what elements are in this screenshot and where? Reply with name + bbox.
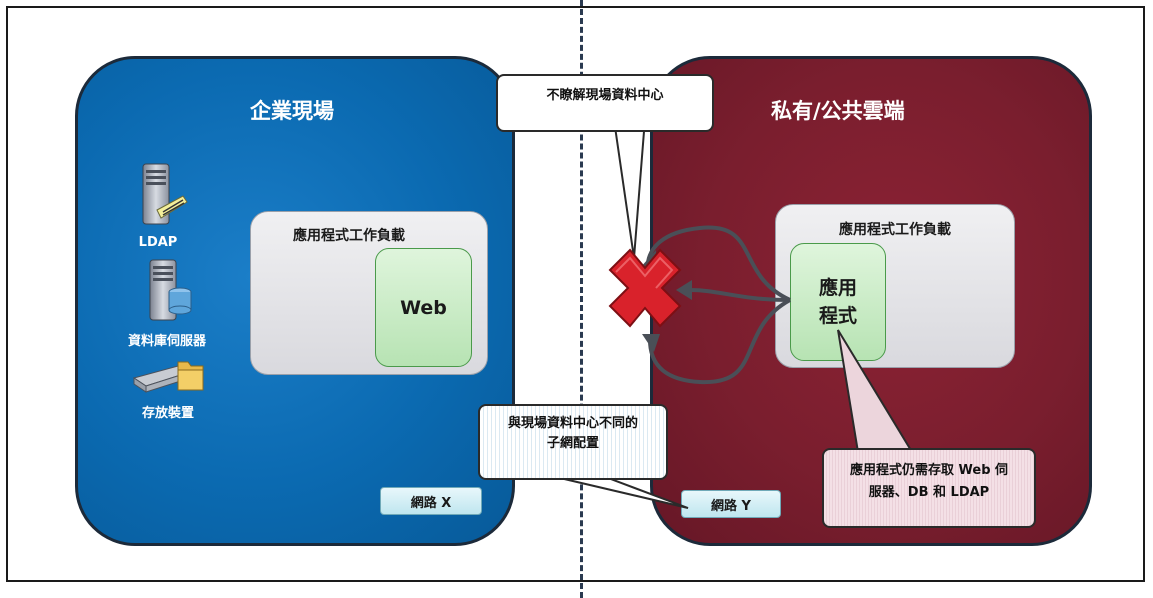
storage-device-icon — [118, 356, 218, 398]
middle-callout-line1: 與現場資料中心不同的 — [507, 416, 638, 431]
storage-label: 存放裝置 — [141, 406, 194, 421]
top-callout: 不瞭解現場資料中心 — [496, 74, 714, 132]
cloud-workload-title: 應用程式工作負載 — [839, 222, 951, 238]
red-x-icon — [608, 248, 682, 328]
database-label: 資料庫伺服器 — [127, 334, 206, 349]
middle-callout-pointer — [559, 477, 689, 509]
on-premises-workload-panel: 應用程式工作負載 Web — [250, 211, 488, 375]
network-y-badge: 網路 Y — [681, 490, 781, 518]
bottom-callout-line2: 服器、DB 和 LDAP — [868, 485, 990, 500]
app-label-line1: 應用 — [818, 277, 857, 299]
boundary-divider — [580, 0, 583, 598]
ldap-resource: LDAP — [118, 160, 198, 250]
middle-callout-line2: 子網配置 — [546, 436, 599, 451]
app-component: 應用 程式 — [790, 243, 886, 361]
bottom-callout-line1: 應用程式仍需存取 Web 伺 — [849, 463, 1009, 478]
top-callout-text: 不瞭解現場資料中心 — [546, 88, 664, 103]
on-premises-title: 企業現場 — [250, 99, 334, 123]
ldap-label: LDAP — [138, 235, 178, 250]
database-resource: 資料庫伺服器 — [112, 258, 222, 349]
curved-arrow-icon — [646, 225, 791, 385]
network-x-badge: 網路 X — [380, 487, 482, 515]
bottom-callout-pointer — [837, 329, 914, 453]
storage-resource: 存放裝置 — [118, 356, 218, 421]
app-label-line2: 程式 — [818, 305, 857, 327]
arrowheads — [640, 250, 692, 352]
database-server-icon — [112, 258, 222, 328]
bottom-right-callout: 應用程式仍需存取 Web 伺 服器、DB 和 LDAP — [822, 448, 1036, 528]
web-label: Web — [400, 296, 447, 319]
ldap-server-icon — [118, 160, 198, 232]
cloud-title: 私有/公共雲端 — [771, 99, 905, 123]
middle-callout: 與現場資料中心不同的 子網配置 — [478, 404, 668, 480]
network-y-label: 網路 Y — [711, 498, 751, 514]
cloud-workload-panel: 應用程式工作負載 應用 程式 — [775, 204, 1015, 368]
web-component: Web — [375, 248, 472, 367]
on-premises-workload-title: 應用程式工作負載 — [293, 228, 405, 244]
network-x-label: 網路 X — [410, 495, 452, 511]
